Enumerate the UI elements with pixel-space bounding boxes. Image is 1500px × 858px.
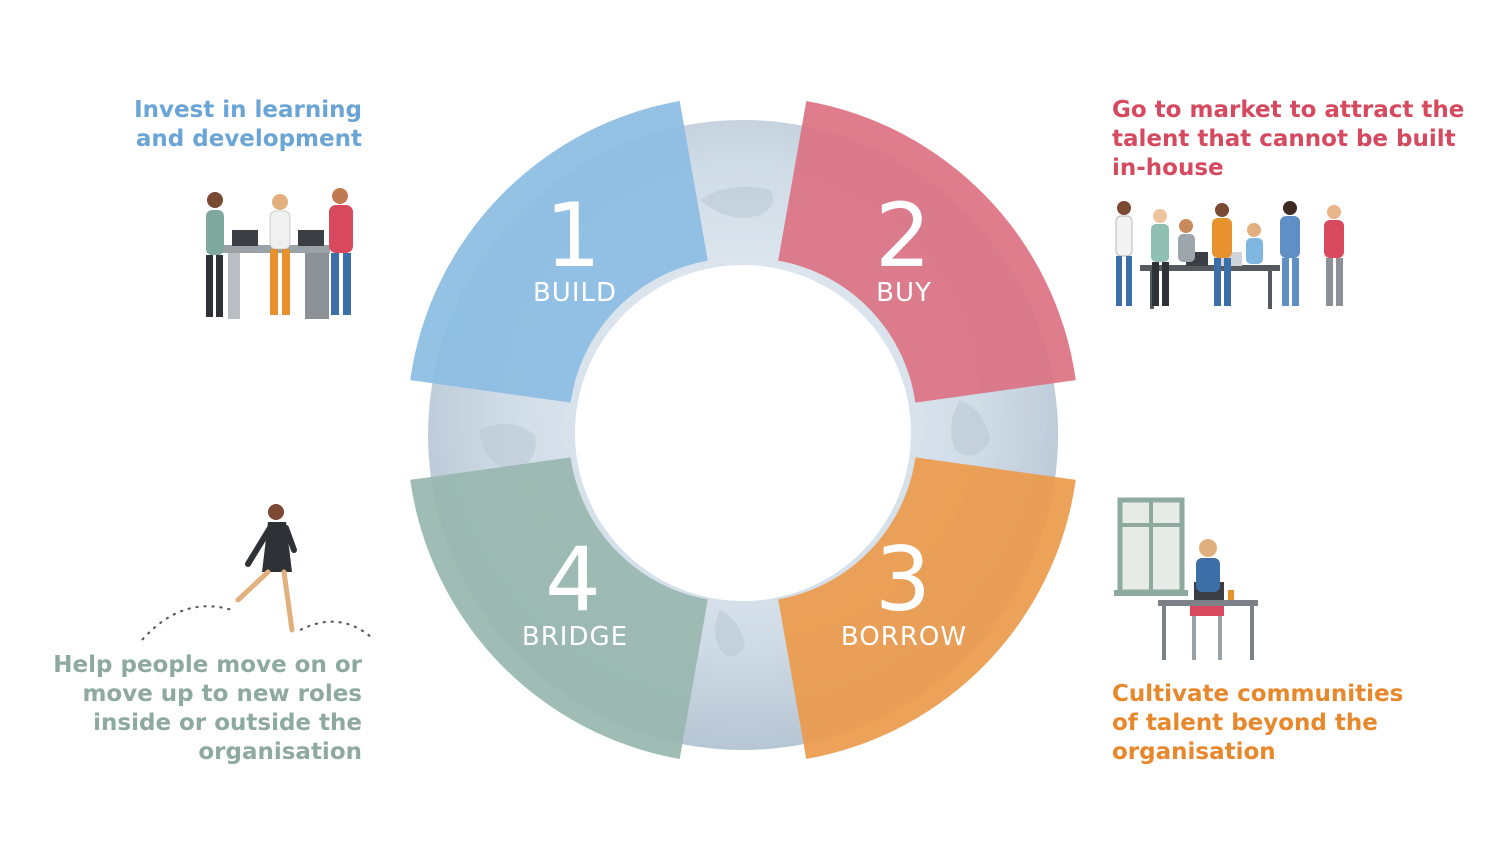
- borrow-number: 3: [875, 528, 931, 631]
- bridge-segment[interactable]: [410, 457, 708, 759]
- buy-caption: Go to market to attract the talent that …: [1112, 96, 1492, 183]
- buy-number: 2: [875, 184, 931, 287]
- buy-caption-line: in-house: [1112, 155, 1224, 181]
- bridge-label: BRIDGE: [522, 622, 628, 652]
- borrow-caption-line: of talent beyond the: [1112, 710, 1378, 736]
- build-label: BUILD: [533, 278, 617, 308]
- borrow-caption-line: organisation: [1112, 739, 1276, 765]
- buy-caption-line: Go to market to attract the: [1112, 97, 1465, 123]
- build-caption-line: Invest in learning: [134, 97, 362, 123]
- build-caption-line: and development: [135, 126, 362, 152]
- build-number: 1: [545, 184, 601, 287]
- build-segment[interactable]: [410, 101, 708, 403]
- buy-segment[interactable]: [778, 101, 1076, 403]
- bridge-illustration: [141, 504, 373, 641]
- buy-caption-line: talent that cannot be built: [1112, 126, 1456, 152]
- bridge-caption-line: inside or outside the: [93, 710, 362, 736]
- borrow-caption-line: Cultivate communities: [1112, 681, 1404, 707]
- borrow-segment[interactable]: [778, 457, 1076, 759]
- borrow-label: BORROW: [841, 622, 967, 652]
- build-illustration: [206, 188, 353, 319]
- bridge-caption: Help people move on or move up to new ro…: [40, 651, 362, 767]
- bridge-caption-line: organisation: [198, 739, 362, 765]
- bridge-number: 4: [545, 528, 601, 631]
- buy-label: BUY: [876, 278, 932, 308]
- buy-illustration: [1115, 201, 1344, 309]
- borrow-illustration: [1114, 497, 1258, 660]
- build-caption: Invest in learning and development: [110, 96, 362, 154]
- globe-map: [480, 186, 990, 657]
- bridge-caption-line: move up to new roles: [82, 681, 362, 707]
- borrow-caption: Cultivate communities of talent beyond t…: [1112, 680, 1492, 767]
- bridge-caption-line: Help people move on or: [53, 652, 362, 678]
